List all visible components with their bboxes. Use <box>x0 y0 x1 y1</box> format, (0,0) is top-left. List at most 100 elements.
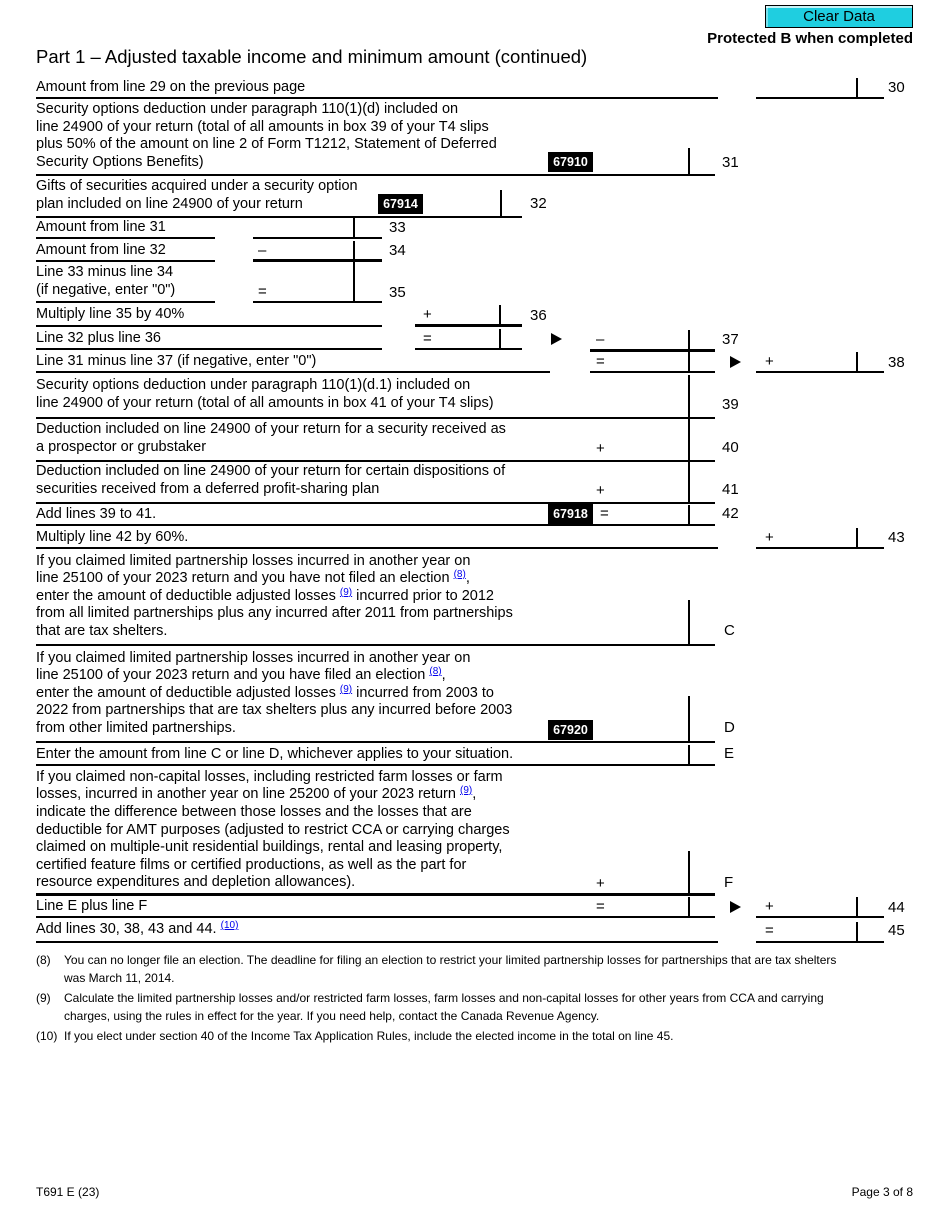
footnote-8-link[interactable]: (8) <box>453 569 466 580</box>
amount-field-41[interactable] <box>612 482 715 502</box>
amount-field-39[interactable] <box>592 397 715 417</box>
clear-data-button[interactable]: Clear Data <box>765 5 913 28</box>
cents-divider <box>688 600 690 644</box>
row-C-line2: line 25100 of your 2023 return and you h… <box>36 570 470 588</box>
footnote-9-marker: (9) <box>36 991 51 1005</box>
page-title: Part 1 – Adjusted taxable income and min… <box>36 46 588 67</box>
field-line <box>590 349 715 352</box>
cents-divider <box>353 241 355 259</box>
amount-field-32[interactable] <box>428 195 522 216</box>
line-number-45: 45 <box>888 922 905 939</box>
amount-field-38b[interactable] <box>778 351 882 371</box>
line-number-30: 30 <box>888 79 905 96</box>
line-number-33: 33 <box>389 219 406 236</box>
row-30-label: Amount from line 29 on the previous page <box>36 79 306 95</box>
amount-field-37b[interactable] <box>612 329 715 349</box>
line-number-35: 35 <box>389 284 406 301</box>
cents-divider <box>688 419 690 460</box>
cents-divider <box>688 352 690 371</box>
amount-field-43[interactable] <box>778 527 882 547</box>
row-43-label: Multiply line 42 by 60%. <box>36 529 189 545</box>
row-C-line2-tail: , <box>465 570 470 586</box>
row-33-label: Amount from line 31 <box>36 219 166 235</box>
row-39-label: Security options deduction under paragra… <box>36 377 494 411</box>
cents-divider <box>856 922 858 941</box>
field-line <box>756 97 884 99</box>
amount-field-C[interactable] <box>592 623 715 644</box>
row-D-line2: line 25100 of your 2023 return and you h… <box>36 667 446 685</box>
amount-field-40[interactable] <box>612 440 715 460</box>
cents-divider <box>856 897 858 916</box>
row-C-line3-tail: incurred prior to 2012 <box>352 588 494 604</box>
footnote-9-link[interactable]: (9) <box>339 684 353 695</box>
cents-divider <box>856 528 858 547</box>
amount-field-36[interactable] <box>438 304 522 324</box>
equals-operator: = <box>596 898 605 915</box>
rule <box>36 893 715 896</box>
rule <box>36 301 215 303</box>
amount-field-45[interactable] <box>778 921 882 941</box>
minus-operator: – <box>596 331 605 348</box>
cents-divider <box>688 696 690 741</box>
field-line <box>253 237 382 239</box>
plus-operator: + <box>765 353 774 370</box>
row-D-line2-text: line 25100 of your 2023 return and you h… <box>36 667 430 683</box>
amount-field-44a[interactable] <box>612 896 715 916</box>
row-31-label: Security options deduction under paragra… <box>36 101 497 170</box>
footnote-9-link[interactable]: (9) <box>339 587 353 598</box>
rule <box>36 237 215 239</box>
amount-field-34[interactable] <box>275 240 382 259</box>
page-indicator: Page 3 of 8 <box>851 1185 913 1199</box>
rule <box>36 174 715 176</box>
amount-field-33[interactable] <box>253 217 382 237</box>
field-code-67910: 67910 <box>548 152 593 172</box>
amount-field-37a[interactable] <box>438 328 522 348</box>
footnote-8-text: You can no longer file an election. The … <box>64 953 837 985</box>
row-F-line2-tail: , <box>472 786 477 802</box>
amount-field-31[interactable] <box>596 153 715 174</box>
plus-operator: + <box>596 440 605 457</box>
cents-divider <box>688 375 690 417</box>
carry-arrow-icon <box>730 356 741 368</box>
amount-field-D[interactable] <box>598 720 715 741</box>
field-code-67918: 67918 <box>548 504 593 524</box>
plus-operator: + <box>765 529 774 546</box>
row-E-label: Enter the amount from line C or line D, … <box>36 746 514 762</box>
equals-operator: = <box>423 330 432 347</box>
row-D-line4: 2022 from partnerships that are tax shel… <box>36 702 513 718</box>
minus-operator: – <box>258 242 267 259</box>
footnote-9-text: Calculate the limited partnership losses… <box>64 991 824 1023</box>
carry-arrow-icon <box>551 333 562 345</box>
footnote-8-link[interactable]: (8) <box>429 666 442 677</box>
amount-field-E[interactable] <box>592 744 715 764</box>
amount-field-30[interactable] <box>758 77 882 97</box>
cents-divider <box>856 352 858 371</box>
row-F-rest: indicate the difference between those lo… <box>36 804 510 890</box>
cents-divider <box>688 461 690 502</box>
footnote-9-link[interactable]: (9) <box>459 785 473 796</box>
cents-divider <box>856 78 858 97</box>
amount-field-38a[interactable] <box>612 351 715 371</box>
field-code-67914: 67914 <box>378 194 423 214</box>
plus-operator: + <box>596 875 605 892</box>
cents-divider <box>353 218 355 237</box>
footnote-10-marker: (10) <box>36 1029 58 1043</box>
line-number-36: 36 <box>530 307 547 324</box>
row-35-label: Line 33 minus line 34 (if negative, ente… <box>36 264 176 298</box>
row-C-line4: from all limited partnerships plus any i… <box>36 605 513 621</box>
cents-divider <box>688 148 690 174</box>
footnote-10-link[interactable]: (10) <box>220 920 239 931</box>
cents-divider <box>499 305 501 324</box>
rule <box>36 547 718 549</box>
cents-divider <box>688 897 690 916</box>
amount-field-35[interactable] <box>275 281 382 301</box>
amount-field-44b[interactable] <box>778 896 882 916</box>
amount-field-F[interactable] <box>612 874 715 893</box>
field-line <box>415 348 522 350</box>
plus-operator: + <box>423 306 432 323</box>
row-38-label: Line 31 minus line 37 (if negative, ente… <box>36 353 317 369</box>
amount-field-42[interactable] <box>618 504 715 524</box>
row-D-line3-tail: incurred from 2003 to <box>352 685 494 701</box>
row-44-label: Line E plus line F <box>36 898 148 914</box>
